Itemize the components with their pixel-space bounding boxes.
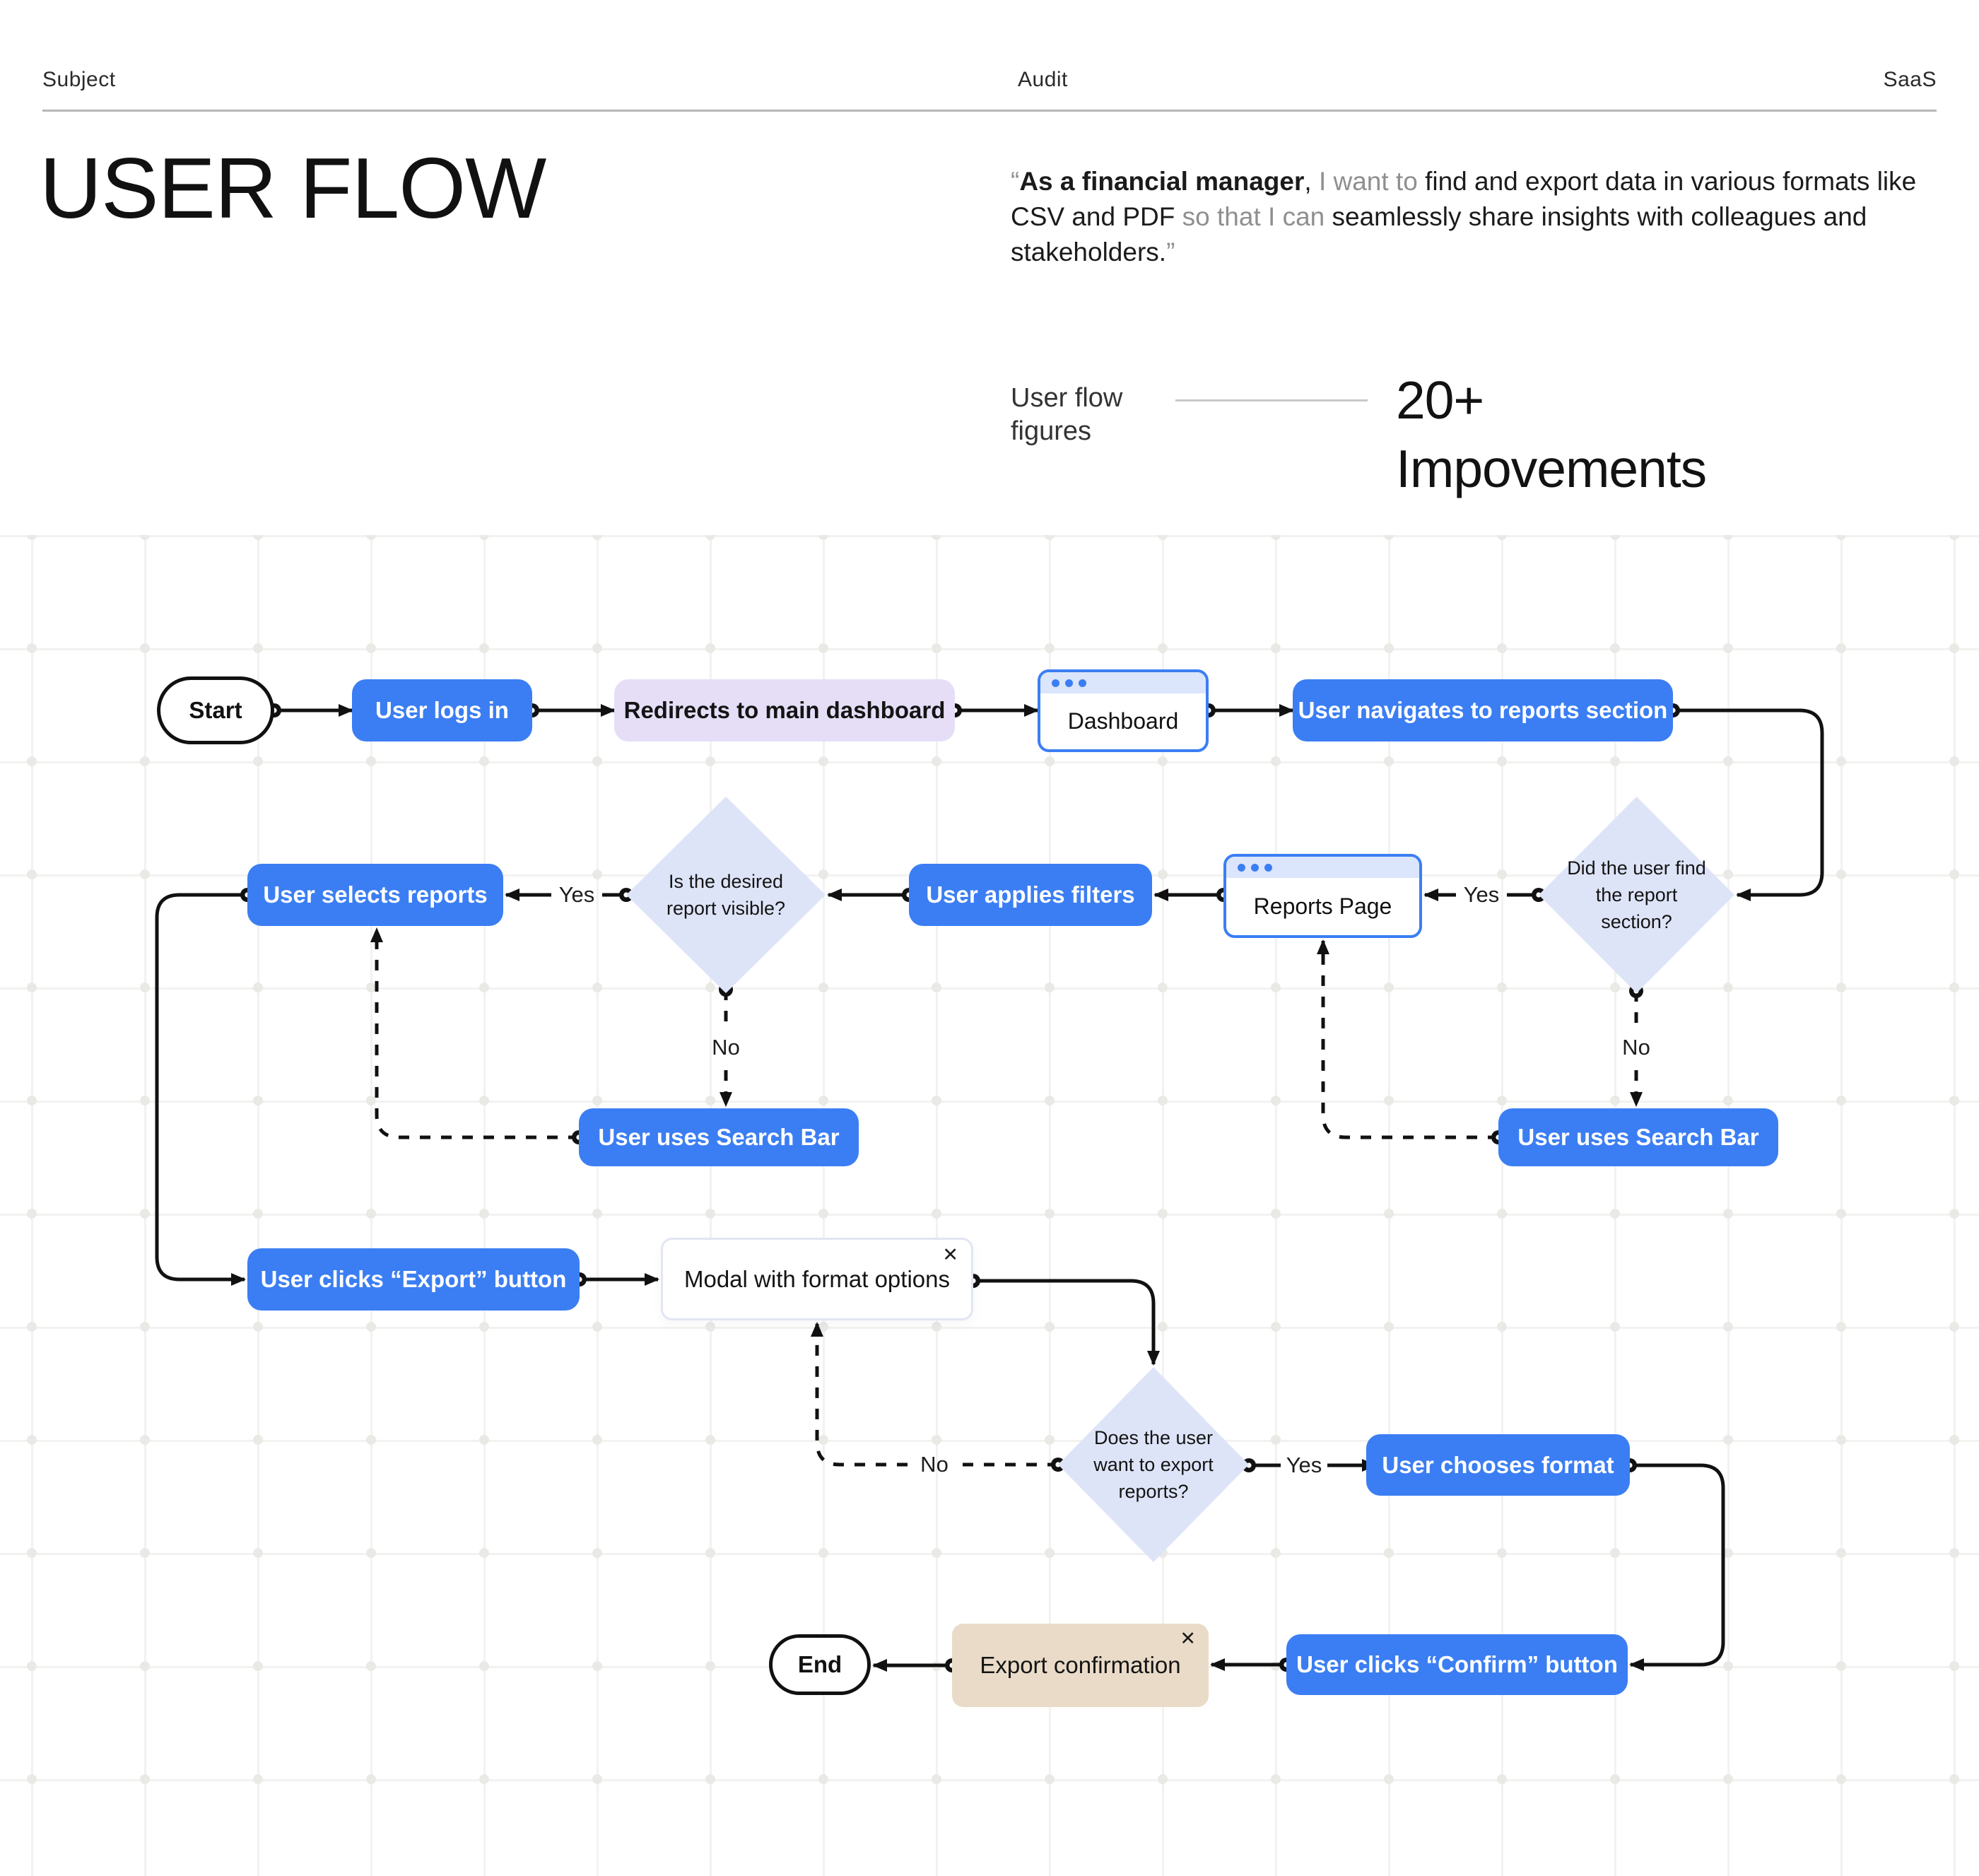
node-user-logs-in: User logs in	[352, 679, 532, 741]
decision-find-section-label: Did the user find the report section?	[1567, 857, 1706, 932]
connector-searchright-reports	[1317, 939, 1505, 1144]
decision-report-visible-label: Is the desired report visible?	[666, 871, 786, 919]
edge-label-no: No	[712, 1035, 740, 1060]
node-reports-page-window: Reports Page	[1223, 854, 1422, 938]
page-title: USER FLOW	[40, 140, 546, 236]
close-icon: ✕	[1180, 1628, 1196, 1649]
connector-selects-export	[155, 888, 254, 1286]
user-story-quote: “As a financial manager, I want to find …	[1011, 164, 1944, 270]
header-audit: Audit	[1018, 68, 1068, 91]
quote-sothat: so that I can	[1182, 202, 1332, 231]
window-dot-icon	[1079, 679, 1086, 687]
stat-number: 20+	[1396, 370, 1484, 430]
stat-word: Impovements	[1396, 439, 1707, 498]
window-dot-icon	[1251, 863, 1259, 872]
edge-label-no: No	[920, 1452, 949, 1477]
improvements-stat: 20+ Impovements	[1396, 366, 1707, 503]
dashboard-window-label: Dashboard	[1067, 708, 1179, 734]
header-divider	[42, 110, 1937, 112]
figures-annotation-line2: figures	[1011, 416, 1092, 446]
decision-find-section: Did the user find the report section?	[1539, 797, 1734, 993]
connector-diamond3-no-b	[811, 1322, 908, 1467]
header-saas: SaaS	[1883, 68, 1937, 91]
node-export-confirmation: Export confirmation ✕	[952, 1624, 1209, 1707]
figures-annotation-line1: User flow	[1011, 383, 1123, 413]
export-confirmation-label: Export confirmation	[980, 1652, 1181, 1678]
edge-label-yes: Yes	[1463, 882, 1500, 907]
figures-annotation: User flow figures	[1011, 382, 1122, 448]
edge-label-no: No	[1622, 1035, 1650, 1060]
node-applies-filters: User applies filters	[909, 864, 1152, 926]
node-start: Start	[157, 676, 274, 744]
quote-benefit: seamlessly share insights with colleague…	[1011, 202, 1867, 266]
node-dashboard-window: Dashboard	[1038, 669, 1209, 752]
quote-goal: find and export data in various formats …	[1011, 167, 1917, 231]
connector-chooses-confirm	[1623, 1458, 1725, 1671]
close-icon: ✕	[942, 1244, 958, 1265]
modal-label: Modal with format options	[683, 1265, 950, 1292]
quote-close-mark: ”	[1166, 238, 1175, 266]
quote-want: I want to	[1318, 167, 1426, 196]
node-search-bar-right: User uses Search Bar	[1498, 1108, 1778, 1166]
header-subject: Subject	[42, 68, 116, 91]
connector-navigates-diamond2	[1666, 703, 1824, 901]
reports-page-window-label: Reports Page	[1253, 893, 1392, 919]
connector-modal-diamond3	[966, 1274, 1160, 1366]
decision-want-export-label: Does the user want to export reports?	[1093, 1427, 1214, 1502]
annotation-connector-line	[1175, 399, 1368, 401]
quote-comma: ,	[1304, 167, 1319, 196]
node-confirm-button: User clicks “Confirm” button	[1286, 1634, 1628, 1695]
node-export-button: User clicks “Export” button	[247, 1248, 580, 1311]
node-navigates-reports: User navigates to reports section	[1293, 679, 1673, 741]
window-dot-icon	[1264, 863, 1272, 872]
node-format-modal: Modal with format options ✕	[661, 1238, 973, 1320]
quote-open-mark: “	[1011, 167, 1020, 196]
window-dot-icon	[1238, 863, 1245, 872]
edge-label-yes: Yes	[1286, 1453, 1322, 1477]
window-dot-icon	[1052, 679, 1059, 687]
edge-label-yes: Yes	[558, 882, 595, 907]
window-dot-icon	[1065, 679, 1073, 687]
node-end: End	[769, 1634, 871, 1695]
node-redirects-dashboard: Redirects to main dashboard	[614, 679, 955, 741]
quote-persona: As a financial manager	[1019, 167, 1305, 196]
browser-header	[1040, 672, 1206, 693]
node-search-bar-left: User uses Search Bar	[579, 1108, 859, 1166]
decision-report-visible: Is the desired report visible?	[626, 797, 826, 993]
node-selects-reports: User selects reports	[247, 864, 503, 926]
connector-searchleft-selects	[370, 927, 586, 1144]
browser-header	[1226, 857, 1419, 878]
decision-want-export: Does the user want to export reports?	[1058, 1367, 1249, 1562]
node-chooses-format: User chooses format	[1366, 1434, 1630, 1496]
